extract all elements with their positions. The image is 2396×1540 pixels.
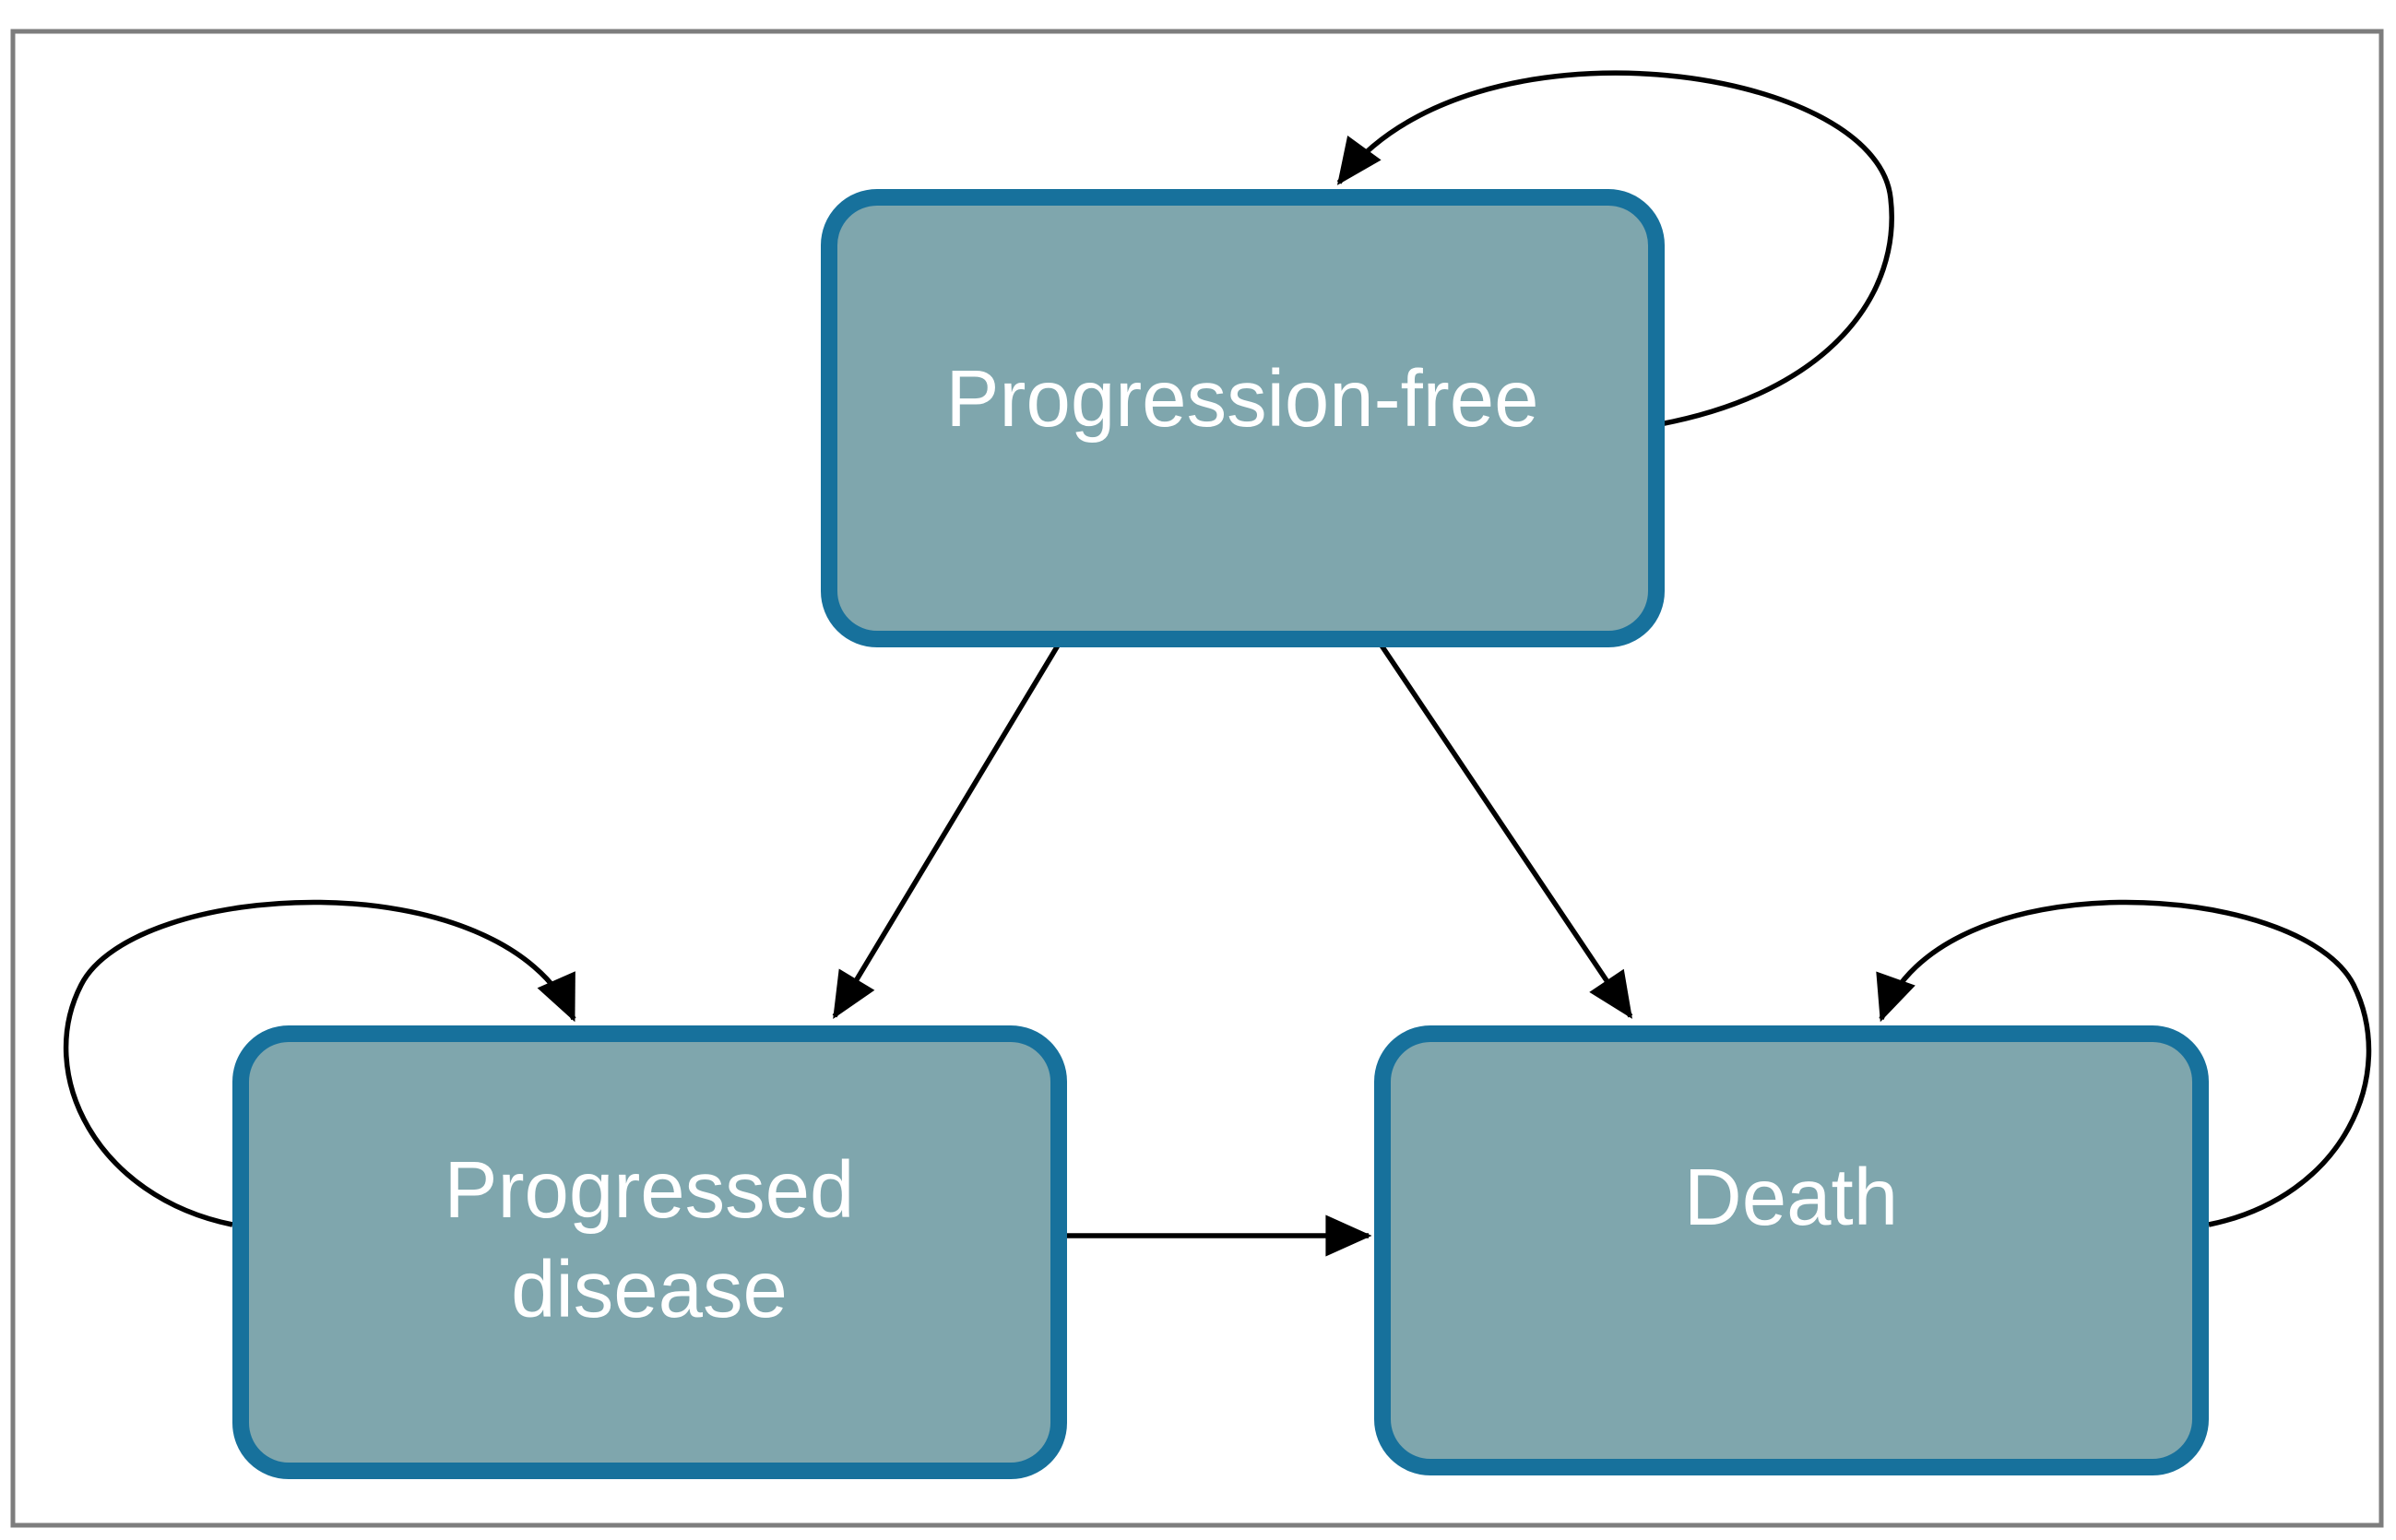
state-node-progressed-disease: Progressed disease [232,1025,1067,1479]
state-box-death [1374,1025,2209,1475]
state-node-progression-free: Progression-free [821,189,1665,647]
state-label-progression-free: Progression-free [945,354,1538,444]
state-box-progression-free [821,189,1665,647]
transition-arrows [63,70,2372,1257]
state-label-progressed-disease-line1: Progressed [445,1145,855,1235]
transition-progression-free-self-loop [1336,70,1894,427]
transition-death-self-loop [1876,899,2372,1227]
state-box-progressed-disease [232,1025,1067,1479]
transition-progressed-disease-self-loop [63,899,576,1227]
transition-progression-free-to-progressed-disease [832,644,1061,1020]
diagram-frame [10,29,2384,1528]
state-label-progressed-disease-line2: disease [511,1245,788,1334]
state-label-death: Death [1684,1153,1898,1242]
transition-progression-free-to-death [1379,644,1633,1019]
state-node-death: Death [1374,1025,2209,1475]
